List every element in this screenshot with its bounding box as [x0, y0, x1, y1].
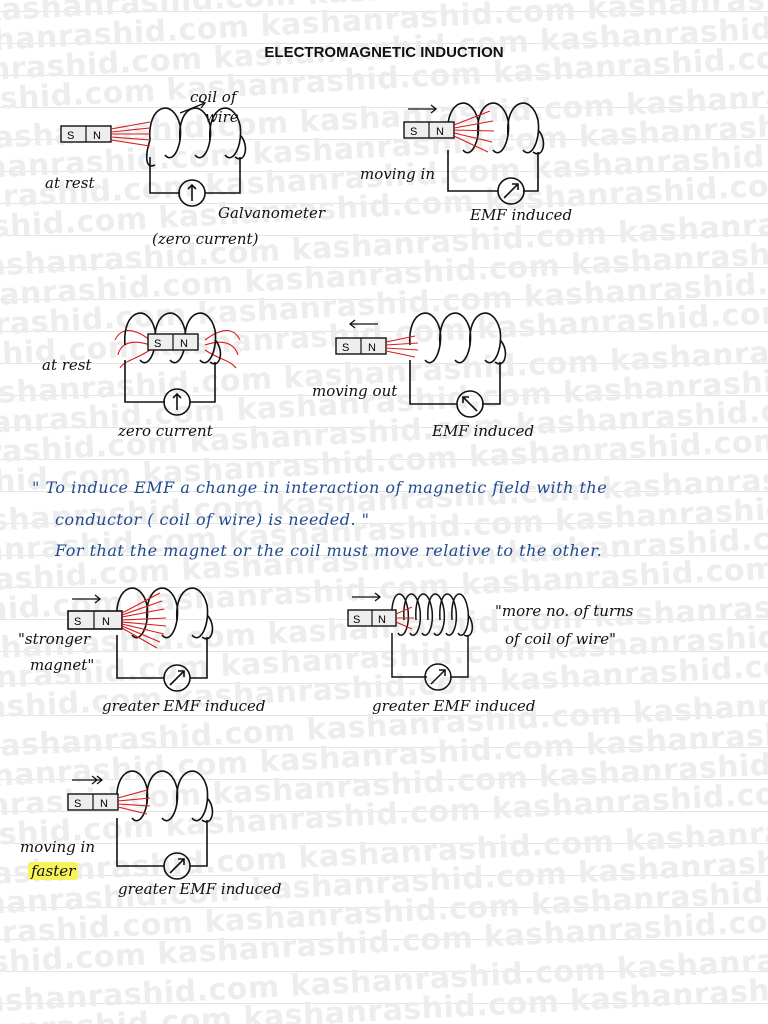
motion-arrow-left	[348, 319, 378, 329]
greater-emf-label-3: greater EMF induced	[118, 880, 282, 898]
emf-induced-label: EMF induced	[470, 206, 573, 224]
coil-pointer-arrow	[179, 100, 207, 114]
state-label-moving-out: moving out	[312, 382, 398, 400]
state-label-at-rest-2: at rest	[42, 356, 92, 374]
magnet-south-label: S	[67, 130, 74, 142]
diagram-moving-out: S N	[335, 312, 507, 418]
statement-line-3: For that the magnet or the coil must mov…	[55, 541, 603, 560]
magnetic-field-lines	[114, 330, 241, 369]
zero-current-note: (zero current)	[152, 230, 259, 248]
magnet-south-label: S	[410, 126, 417, 138]
stronger-magnet-note-1: "stronger	[18, 630, 91, 648]
zero-current-label: zero current	[118, 422, 213, 440]
magnet-north-label: N	[180, 338, 188, 350]
state-label-moving-in: moving in	[360, 165, 436, 183]
magnet-north-label: N	[100, 798, 108, 810]
magnetic-field-lines	[453, 110, 495, 153]
magnetic-field-lines	[110, 121, 151, 147]
stronger-magnet-note-2: magnet"	[30, 656, 95, 674]
motion-arrow-right	[408, 104, 438, 114]
page-title: ELECTROMAGNETIC INDUCTION	[264, 44, 504, 61]
magnet-south-label: S	[353, 614, 360, 626]
statement-line-2: conductor ( coil of wire) is needed. "	[55, 510, 370, 529]
more-turns-note-2: of coil of wire"	[505, 630, 617, 648]
diagram-at-rest-outside: S N	[60, 107, 247, 207]
double-motion-arrow	[72, 775, 104, 785]
magnetic-field-lines	[395, 606, 414, 630]
motion-arrow-right	[72, 594, 102, 604]
magnet-north-label: N	[378, 614, 386, 626]
greater-emf-label-2: greater EMF induced	[372, 697, 536, 715]
diagram-moving-in: S N	[403, 102, 545, 205]
magnet-south-label: S	[74, 616, 81, 628]
magnet-north-label: N	[93, 130, 101, 142]
faster-highlighted-label: faster	[28, 862, 79, 880]
greater-emf-label-1: greater EMF induced	[102, 697, 266, 715]
diagram-stronger-magnet: S N	[67, 587, 214, 692]
magnet-south-label: S	[74, 798, 81, 810]
state-label-moving-in-2: moving in	[20, 838, 96, 856]
magnet-south-label: S	[154, 338, 161, 350]
magnetic-field-lines	[121, 592, 167, 649]
magnet-north-label: N	[436, 126, 444, 138]
magnetic-field-lines	[117, 789, 151, 815]
galvanometer-label: Galvanometer	[218, 204, 326, 222]
faster-label-wrapper: faster	[28, 862, 79, 880]
magnet-south-label: S	[342, 342, 349, 354]
diagram-moving-faster: S N	[67, 770, 214, 880]
magnet-north-label: N	[368, 342, 376, 354]
coil-label-line2: wire	[205, 108, 239, 126]
magnet-north-label: N	[102, 616, 110, 628]
diagram-more-turns: S N	[347, 592, 474, 691]
state-label-at-rest: at rest	[45, 174, 95, 192]
more-turns-note-1: "more no. of turns	[495, 602, 634, 620]
statement-line-1: " To induce EMF a change in interaction …	[32, 478, 608, 497]
magnetic-field-lines	[385, 335, 419, 358]
diagram-at-rest-inside: S N	[114, 312, 241, 416]
emf-induced-label-2: EMF induced	[432, 422, 535, 440]
motion-arrow-right	[352, 592, 382, 602]
